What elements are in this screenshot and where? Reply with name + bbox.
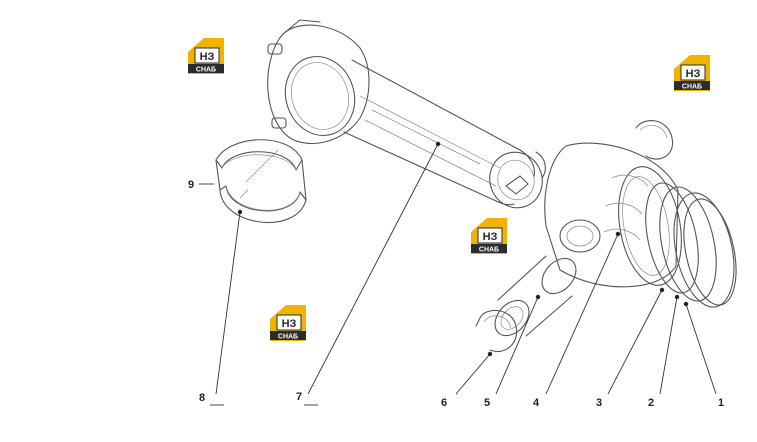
leader-3 <box>607 289 663 395</box>
logo-mark-text: НЗ <box>483 231 498 243</box>
leader-4 <box>545 233 619 395</box>
callout-labels: 1 2 3 4 5 6 7 8 9 <box>188 179 724 409</box>
callout-3: 3 <box>596 397 602 409</box>
circlip <box>475 309 518 352</box>
logo-caption-text: СНАБ <box>278 334 298 341</box>
watermark-logo-top-right: НЗ СНАБ <box>673 54 711 92</box>
watermark-logo-center: НЗ СНАБ <box>470 217 508 255</box>
leader-lines <box>199 141 717 406</box>
snap-ring-upper <box>635 120 674 160</box>
leader-6 <box>455 353 491 395</box>
leader-1 <box>685 303 717 395</box>
connecting-rod <box>267 19 546 209</box>
callout-5: 5 <box>484 397 490 409</box>
callout-2: 2 <box>648 397 654 409</box>
callout-1: 1 <box>718 397 724 409</box>
leader-2 <box>659 296 678 395</box>
logo-caption-text: СНАБ <box>682 84 702 91</box>
callout-7: 7 <box>296 391 302 403</box>
callout-8: 8 <box>199 392 205 404</box>
logo-caption-text: СНАБ <box>196 67 216 74</box>
logo-mark-text: НЗ <box>282 318 297 330</box>
logo-caption-text: СНАБ <box>479 247 499 254</box>
logo-mark-text: НЗ <box>200 51 215 63</box>
piston-rings <box>645 182 737 308</box>
callout-9: 9 <box>188 179 194 191</box>
leader-7 <box>307 143 439 395</box>
watermark-logo-bottom-left: НЗ СНАБ <box>269 304 307 342</box>
piston-pin <box>494 255 577 337</box>
watermark-logo-top-left: НЗ СНАБ <box>187 37 225 75</box>
logo-mark-text: НЗ <box>686 68 701 80</box>
callout-4: 4 <box>533 397 540 409</box>
leader-8 <box>215 211 241 395</box>
leader-5 <box>495 296 539 395</box>
bearing-shells <box>215 139 307 223</box>
callout-6: 6 <box>441 397 447 409</box>
piston <box>544 142 682 288</box>
